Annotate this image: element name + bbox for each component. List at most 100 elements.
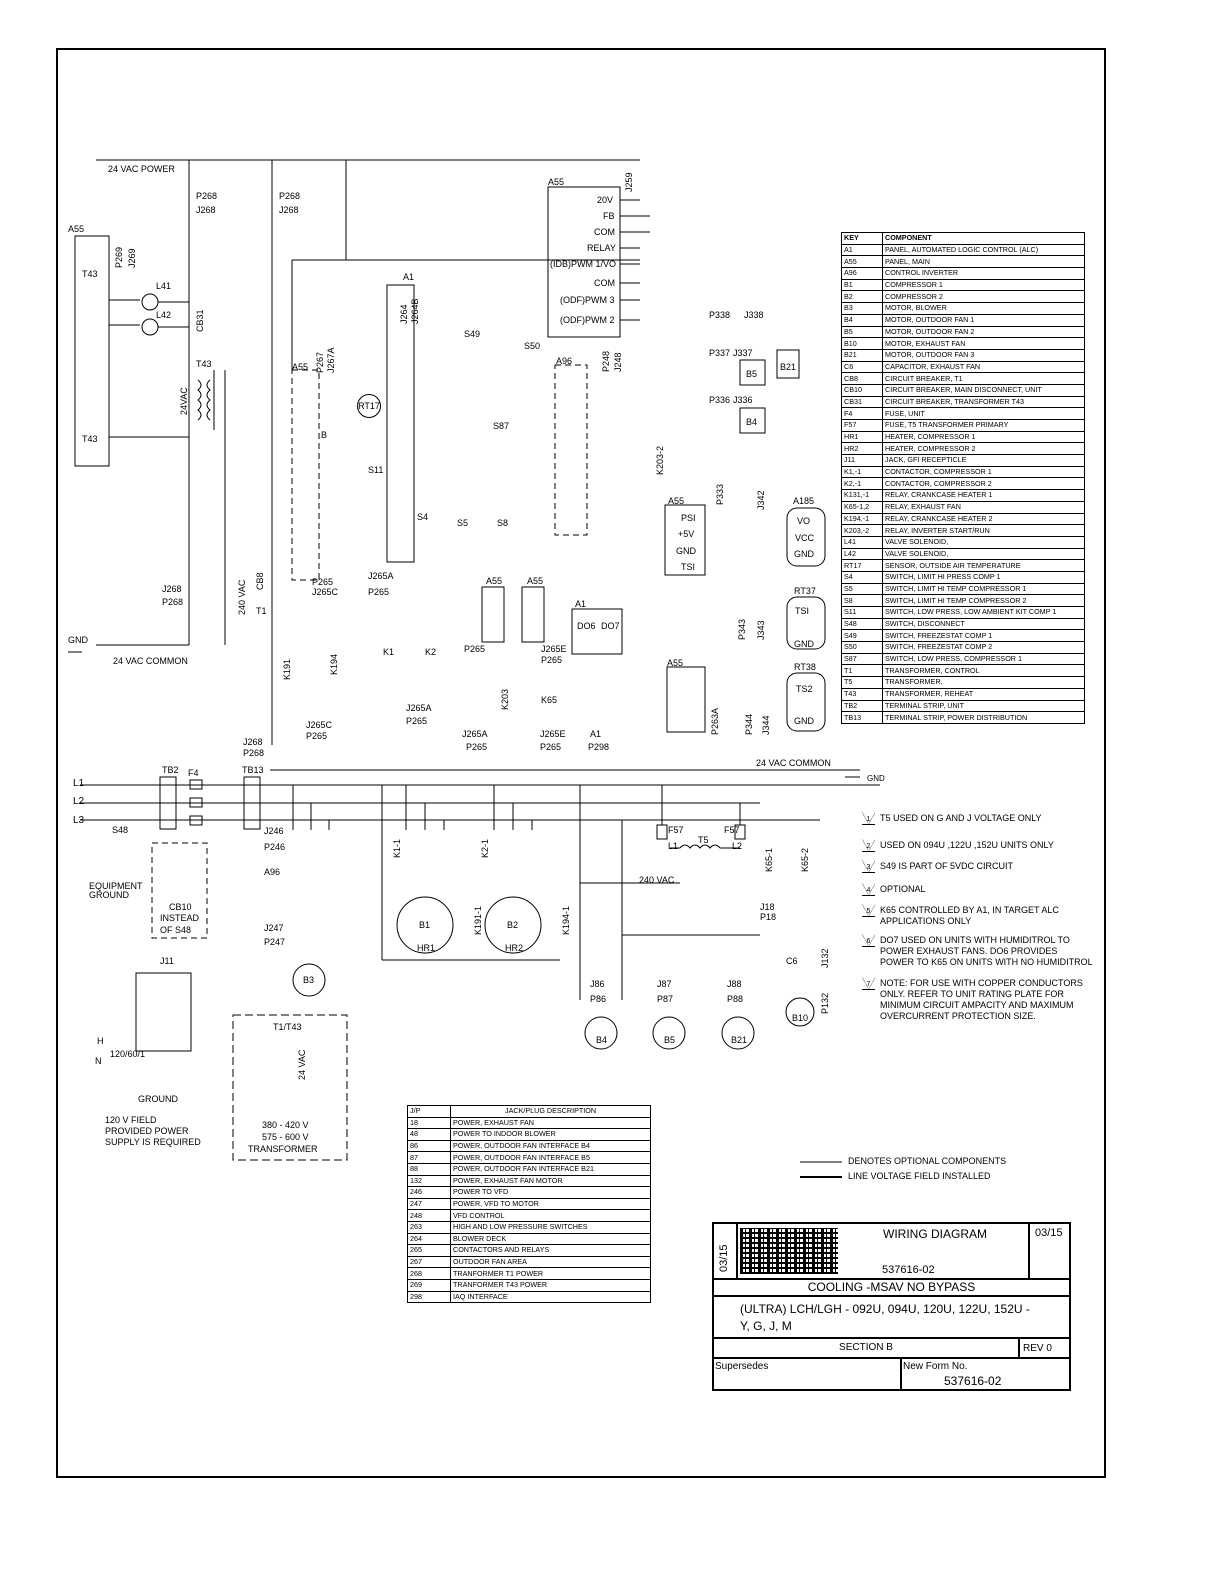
label-j88: J88	[727, 979, 742, 989]
label-t5-l1: L1	[668, 841, 679, 851]
label-j337: J337	[733, 348, 753, 358]
label-j11: J11	[160, 956, 174, 966]
label-j265a: J265A	[368, 571, 394, 581]
jack-code: 264	[407, 1232, 451, 1246]
key-description: CIRCUIT BREAKER, T1	[882, 372, 1085, 385]
label-k2: K2	[425, 647, 437, 657]
key-code: A55	[841, 255, 883, 269]
label-gnd-psi: GND	[676, 546, 696, 556]
note-text: ONLY. REFER TO UNIT RATING PLATE FOR	[880, 989, 1064, 999]
label-gnd-rt38: GND	[794, 716, 814, 726]
key-description: TERMINAL STRIP, POWER DISTRIBUTION	[882, 711, 1085, 724]
key-description: RELAY, INVERTER START/RUN	[882, 524, 1085, 537]
label-rt37: RT37	[794, 586, 816, 596]
label-24vac-common-2: 24 VAC COMMON	[756, 758, 831, 768]
note-text: POWER TO K65 ON UNITS WITH NO HUMIDITROL	[880, 957, 1093, 967]
key-description: RELAY, EXHAUST FAN	[882, 500, 1085, 514]
label-p336: P336	[709, 395, 731, 405]
label-p265-d: P265	[306, 731, 328, 741]
jack-description: CONTACTORS AND RELAYS	[450, 1244, 651, 1257]
key-description: VALVE SOLENOID,	[882, 547, 1085, 561]
label-p268-c: P268	[162, 597, 184, 607]
label-a55-com: COM	[594, 227, 615, 237]
label-vcc: VCC	[795, 533, 815, 543]
jack-description: POWER TO VFD	[450, 1186, 651, 1199]
label-h: H	[97, 1036, 104, 1046]
label-p248: P248	[601, 350, 611, 372]
label-s8: S8	[497, 518, 509, 528]
label-j265a-2: J265A	[406, 703, 432, 713]
key-code: RT17	[841, 559, 883, 572]
label-575-600: 575 - 600 V	[262, 1132, 309, 1142]
label-a96: A96	[556, 356, 573, 366]
label-24vac-common: 24 VAC COMMON	[113, 656, 188, 666]
label-t1: T1	[256, 606, 267, 616]
label-p88: P88	[727, 994, 744, 1004]
label-a1-b: A1	[590, 729, 602, 739]
label-k191: K191	[282, 658, 292, 680]
label-ts2: TS2	[796, 684, 813, 694]
key-description: TERMINAL STRIP, UNIT	[882, 699, 1085, 713]
jack-description: IAQ INTERFACE	[450, 1290, 651, 1304]
label-k194-1: K194-1	[561, 905, 571, 935]
label-p269: P269	[114, 246, 124, 268]
label-c6: C6	[786, 956, 798, 966]
label-cb8: CB8	[255, 572, 265, 590]
label-j267a: J267A	[326, 347, 336, 373]
note-text: K65 CONTROLLED BY A1, IN TARGET ALC	[880, 905, 1059, 915]
key-code: F4	[841, 407, 883, 420]
diagram-frame	[56, 48, 1106, 1478]
label-j265e: J265E	[541, 644, 567, 654]
rt17-sensor: RT17	[357, 394, 381, 418]
key-description: SWITCH, FREEZESTAT COMP 1	[882, 629, 1085, 643]
label-j132: J132	[820, 948, 830, 968]
models-line-1: (ULTRA) LCH/LGH - 092U, 094U, 120U, 122U…	[740, 1302, 1030, 1316]
key-description: MOTOR, BLOWER	[882, 302, 1085, 315]
label-k1-1: K1-1	[392, 838, 402, 858]
label-p265-a: P265	[312, 577, 334, 587]
label-ground: GROUND	[138, 1094, 178, 1104]
key-code: K203,-2	[841, 524, 883, 537]
key-code: B5	[841, 325, 883, 339]
jack-description: TRANFORMER T43 POWER	[450, 1278, 651, 1292]
motor-b4: B4	[596, 1035, 608, 1045]
label-cb10: CB10	[169, 902, 192, 912]
key-description: TRANSFORMER, REHEAT	[882, 687, 1085, 701]
key-description: SWITCH, DISCONNECT	[882, 617, 1085, 631]
label-a96-b: A96	[264, 867, 281, 877]
label-hr1: HR1	[417, 943, 436, 953]
key-description: FUSE, T5 TRANSFORMER PRIMARY	[882, 419, 1085, 432]
label-psi: PSI	[681, 513, 696, 523]
label-p344: P344	[744, 713, 754, 735]
key-code: HR1	[841, 430, 883, 444]
key-description: TRANSFORMER,	[882, 676, 1085, 689]
label-p87: P87	[657, 994, 674, 1004]
label-a55-odf2: (ODF)PWM 2	[560, 315, 615, 325]
label-p268-a: P268	[196, 191, 218, 201]
jack-description: POWER, EXHAUST FAN MOTOR	[450, 1174, 651, 1188]
label-a55-k203a: A55	[486, 576, 503, 586]
key-code: B2	[841, 290, 883, 304]
label-s87: S87	[493, 421, 510, 431]
label-j86: J86	[590, 979, 605, 989]
label-j336: J336	[733, 395, 753, 405]
label-s5: S5	[457, 518, 469, 528]
note-number-triangle: 2	[862, 839, 875, 852]
label-hr2: HR2	[505, 943, 524, 953]
label-p246: P246	[264, 842, 286, 852]
